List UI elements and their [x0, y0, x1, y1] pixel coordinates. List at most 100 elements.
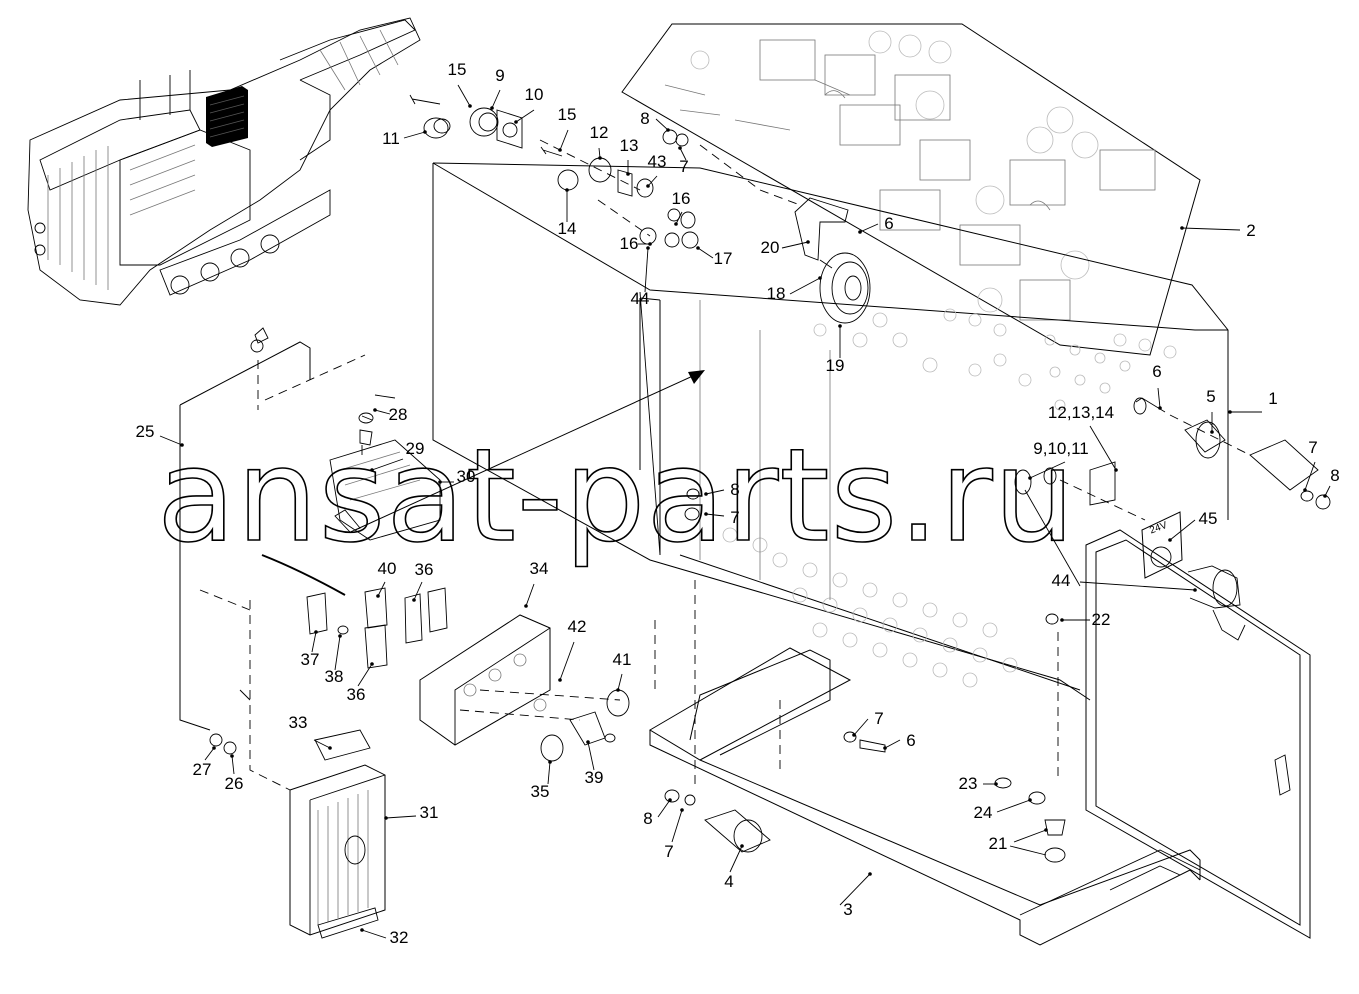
- callout-c9: 9: [495, 66, 504, 85]
- leader-c44a: [644, 247, 649, 293]
- leader-dot-c36a: [412, 598, 416, 602]
- callout-c7e: 7: [664, 842, 673, 861]
- callout-c26: 26: [225, 774, 244, 793]
- callout-c28: 28: [389, 405, 408, 424]
- leader-c42: [559, 641, 575, 681]
- callout-c36b: 36: [347, 685, 366, 704]
- callout-c3: 3: [843, 900, 852, 919]
- leader-dot-c12: [598, 156, 602, 160]
- callout-c40: 40: [378, 559, 397, 578]
- leader-c17: [697, 247, 714, 259]
- leader-dot-c35: [548, 760, 552, 764]
- leader-c37: [311, 631, 317, 653]
- callout-c21: 21: [989, 834, 1008, 853]
- callout-c36a: 36: [415, 560, 434, 579]
- leader-c6c: [884, 739, 901, 749]
- leader-dot-c27: [212, 746, 216, 750]
- assembly-guide-lines: [539, 139, 1251, 790]
- leader-dot-c1: [1228, 410, 1232, 414]
- leader-dot-c9-10-11: [1028, 476, 1032, 480]
- leader-dot-c42: [558, 678, 562, 682]
- leader-c7a: [679, 147, 687, 161]
- leader-c34: [525, 583, 535, 607]
- callout-c15a: 15: [448, 60, 467, 79]
- leader-dot-c8d: [668, 798, 672, 802]
- leader-c2: [1181, 227, 1241, 231]
- leader-dot-c15a: [468, 104, 472, 108]
- callout-c20: 20: [761, 238, 780, 257]
- callout-c27: 27: [193, 760, 212, 779]
- leader-dot-c19: [838, 324, 842, 328]
- socket-24v-plate: 24V: [1141, 511, 1183, 579]
- callout-c13: 13: [620, 136, 639, 155]
- leader-c8c: [705, 489, 725, 495]
- callout-c23: 23: [959, 774, 978, 793]
- leader-dot-c38: [338, 634, 342, 638]
- callout-c45: 45: [1199, 509, 1218, 528]
- leader-c27: [204, 747, 215, 761]
- base-frame: [649, 647, 1201, 946]
- callout-c8d: 8: [643, 809, 652, 828]
- callout-c41: 41: [613, 650, 632, 669]
- leader-c7d: [853, 718, 869, 736]
- callout-c7d: 7: [874, 709, 883, 728]
- leader-dot-c37: [314, 630, 318, 634]
- main-cabinet-housing: [432, 162, 1229, 701]
- leader-dot-c7c: [704, 512, 708, 516]
- leader-c36b: [357, 663, 373, 687]
- leader-dot-c7a: [678, 146, 682, 150]
- callout-c42: 42: [568, 617, 587, 636]
- callout-c31: 31: [420, 803, 439, 822]
- callout-c12: 12: [590, 123, 609, 142]
- leader-c12-13-14: [1089, 425, 1117, 471]
- cabinet-door: [1085, 529, 1311, 939]
- callout-c32: 32: [390, 928, 409, 947]
- leader-dot-c26: [230, 754, 234, 758]
- leader-dot-c40: [376, 594, 380, 598]
- callout-c44a: 44: [631, 289, 650, 308]
- leader-dot-c10: [514, 120, 518, 124]
- leader-dot-c3: [868, 872, 872, 876]
- leader-dot-c23: [994, 782, 998, 786]
- callout-c1: 1: [1268, 389, 1277, 408]
- callout-c5: 5: [1206, 387, 1215, 406]
- callout-c15b: 15: [558, 105, 577, 124]
- leader-dot-c7d: [852, 733, 856, 737]
- leader-dot-c12-13-14: [1114, 468, 1118, 472]
- leader-c10: [515, 109, 535, 123]
- leader-c9: [491, 89, 501, 109]
- leader-c7e: [671, 809, 683, 843]
- leader-c44b: [1079, 581, 1196, 591]
- callout-c7b: 7: [1308, 438, 1317, 457]
- leader-c43: [647, 175, 658, 187]
- callout-c7a: 7: [679, 157, 688, 176]
- leader-dot-c30: [438, 480, 442, 484]
- callout-c6b: 6: [1152, 362, 1161, 381]
- callout-c35: 35: [531, 782, 550, 801]
- leader-c20: [781, 241, 809, 249]
- leader-c6b: [1157, 387, 1161, 409]
- callout-c9-10-11: 9,10,11: [1033, 439, 1088, 458]
- left-electrical-assembly: [179, 327, 630, 939]
- leader-dot-c22: [1060, 618, 1064, 622]
- leader-dot-c4: [740, 844, 744, 848]
- callout-c14: 14: [558, 219, 577, 238]
- leader-extra-1: [1009, 845, 1047, 856]
- leader-c39: [587, 741, 595, 771]
- callout-c7c: 7: [730, 508, 739, 527]
- callout-c24: 24: [974, 803, 993, 822]
- leader-dot-c20: [806, 240, 810, 244]
- callout-c6a: 6: [884, 214, 893, 233]
- leader-dot-c17: [696, 246, 700, 250]
- leader-c40: [377, 581, 386, 597]
- callout-leaders: [159, 84, 1331, 939]
- callout-c38: 38: [325, 667, 344, 686]
- leader-dot-c39: [586, 740, 590, 744]
- callout-c11: 11: [382, 129, 400, 148]
- callout-c33: 33: [289, 713, 308, 732]
- leader-dot-c5: [1210, 430, 1214, 434]
- leader-c8d: [657, 799, 671, 818]
- leader-c18: [789, 277, 821, 295]
- callout-c34: 34: [530, 559, 549, 578]
